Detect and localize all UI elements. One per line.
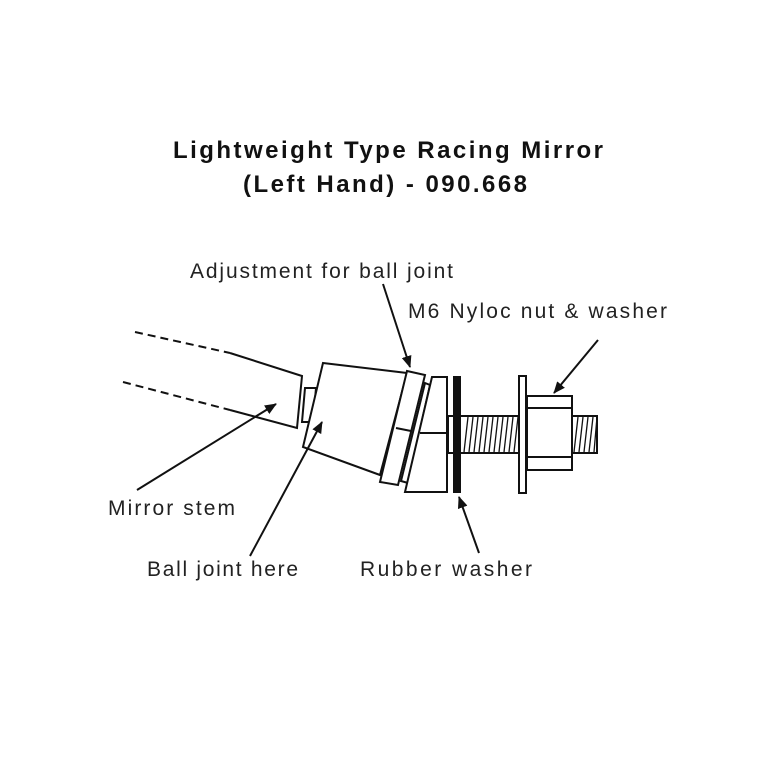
thread-hatch-line xyxy=(493,416,499,453)
thread-hatch-line xyxy=(578,416,584,453)
mirror-stem xyxy=(122,331,304,430)
thread-hatch-line xyxy=(583,416,589,453)
rubber-washer xyxy=(453,376,461,493)
thread-hatch-line xyxy=(473,416,479,453)
thread-hatch-line xyxy=(508,416,514,453)
wedge-spacer xyxy=(403,376,448,493)
ball-joint-housing xyxy=(301,361,409,477)
thread-hatch-line xyxy=(483,416,489,453)
thread-hatch-line xyxy=(513,416,519,453)
label-mirror-stem: Mirror stem xyxy=(108,497,235,520)
thread-hatch-line xyxy=(478,416,484,453)
thread-hatch-line xyxy=(593,416,598,453)
arrow-nut xyxy=(553,339,599,394)
arrow-ball-joint xyxy=(249,421,323,557)
arrow-adjustment xyxy=(382,283,412,368)
nyloc-nut xyxy=(526,395,573,471)
thread-hatch-line xyxy=(573,416,579,453)
thread-hatch-line xyxy=(463,416,469,453)
label-ball-joint: Ball joint here xyxy=(147,558,298,581)
arrow-mirror-stem xyxy=(136,403,277,491)
arrow-rubber-washer xyxy=(457,496,480,554)
title-line-2: (Left Hand) - 090.668 xyxy=(243,171,527,198)
label-nut: M6 Nyloc nut & washer xyxy=(408,300,667,323)
thread-hatch-line xyxy=(468,416,474,453)
thread-hatch-line xyxy=(498,416,504,453)
label-rubber-washer: Rubber washer xyxy=(360,558,532,581)
label-adjustment: Adjustment for ball joint xyxy=(190,260,453,283)
thread-hatch-line xyxy=(503,416,509,453)
thread-hatch-line xyxy=(488,416,494,453)
flat-washer xyxy=(518,375,527,494)
thread-hatch-line xyxy=(588,416,594,453)
title-line-1: Lightweight Type Racing Mirror xyxy=(173,137,603,164)
